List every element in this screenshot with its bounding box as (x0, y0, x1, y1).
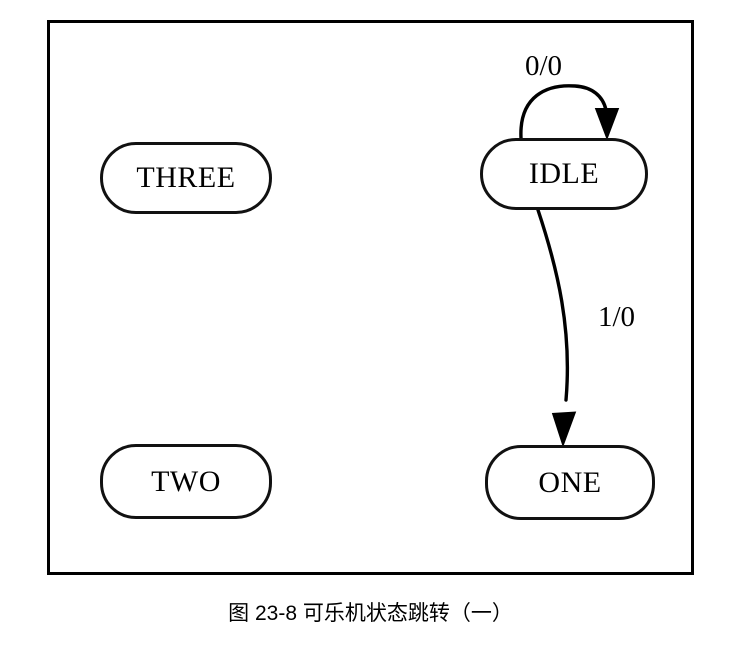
edge-label-idle-self: 0/0 (525, 50, 563, 82)
state-label-three: THREE (136, 161, 236, 194)
state-label-idle: IDLE (528, 157, 600, 190)
edge-label-idle-one: 1/0 (598, 301, 636, 333)
state-label-one: ONE (538, 465, 602, 499)
state-node-two[interactable]: TWO (100, 444, 272, 519)
state-label-two: TWO (151, 464, 221, 498)
figure-caption: 图 23-8 可乐机状态跳转（一） (228, 602, 513, 625)
state-node-idle[interactable]: IDLE (480, 138, 648, 210)
state-node-three[interactable]: THREE (100, 142, 272, 214)
state-node-one[interactable]: ONE (485, 445, 655, 520)
